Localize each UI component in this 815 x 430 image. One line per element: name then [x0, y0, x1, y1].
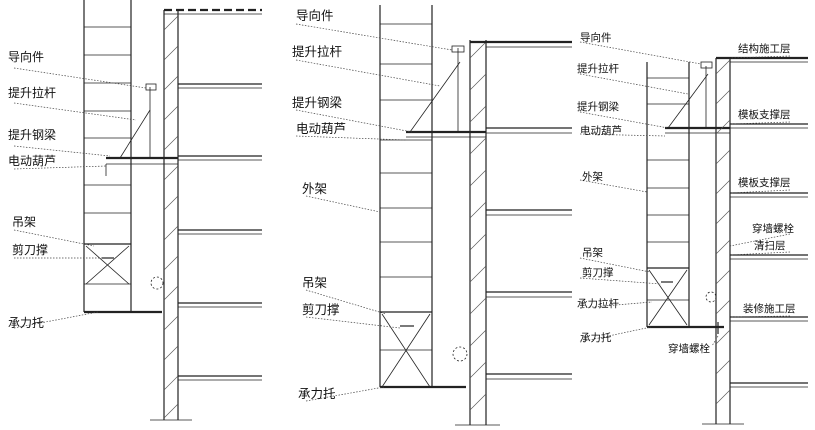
mid-leaders	[295, 23, 453, 402]
right-label-lift-rod: 提升拉杆	[577, 62, 619, 75]
right-scissor-brace-b	[648, 269, 688, 326]
right-floor-slabs	[716, 56, 808, 388]
right-label-hanger: 吊架	[582, 247, 603, 259]
right-guide-element	[700, 61, 713, 69]
left-label-hanger: 吊架	[12, 215, 36, 229]
mid-label-hanger: 吊架	[302, 275, 327, 290]
right-label-wall-bolt: 穿墙螺栓	[752, 222, 794, 235]
right-lift-rod-diagonal	[667, 73, 709, 129]
left-lift-rod-diagonal	[119, 109, 151, 159]
right-label-cleaning-layer: 清扫层	[754, 239, 786, 252]
mid-label-scissor: 剪刀撑	[302, 302, 340, 317]
left-label-support: 承力托	[8, 316, 44, 330]
left-floor-slabs	[164, 8, 262, 381]
right-label-support: 承力托	[580, 331, 612, 344]
right-wall-anchor-detail	[705, 291, 717, 303]
mid-label-lift-rod: 提升拉杆	[292, 44, 343, 59]
left-wall-anchor-detail	[150, 276, 164, 290]
mid-wall-hatch	[469, 41, 487, 411]
right-label-scissor: 剪刀撑	[582, 266, 614, 279]
mid-wall-anchor-detail	[452, 346, 468, 362]
right-wall-hatch	[715, 59, 731, 405]
mid-label-outer-frame: 外架	[302, 181, 327, 196]
left-wall-hatch	[163, 15, 179, 419]
mid-floor-slabs	[470, 40, 572, 380]
right-label-support-rod: 承力拉杆	[577, 297, 619, 310]
left-scissor-brace-b	[85, 245, 130, 285]
right-leaders	[579, 41, 791, 347]
panel-middle: 导向件 提升拉杆 提升钢梁 电动葫芦 外架 吊架 剪刀撑 承力托	[292, 5, 572, 426]
left-label-lift-beam: 提升钢梁	[8, 127, 56, 142]
mid-label-guide: 导向件	[296, 8, 334, 23]
right-label-decoration-layer: 装修施工层	[743, 302, 796, 315]
right-label-hoist: 电动葫芦	[580, 124, 622, 137]
mid-lift-rod-diagonal	[409, 61, 461, 133]
mid-label-support: 承力托	[298, 386, 336, 401]
panel-left: 导向件 提升拉杆 提升钢梁 电动葫芦 吊架 剪刀撑 承力托	[8, 0, 262, 421]
right-label-guide: 导向件	[580, 31, 612, 44]
mid-guide-element	[451, 45, 465, 53]
left-leaders	[13, 67, 147, 329]
right-label-outer-frame: 外架	[582, 171, 603, 183]
left-guide-element	[145, 83, 157, 91]
mid-frame-ledgers	[380, 23, 432, 351]
left-label-guide: 导向件	[8, 49, 44, 64]
left-frame-ledgers	[84, 26, 131, 285]
right-label-formwork-layer-1: 模板支撑层	[738, 108, 791, 121]
right-frame-ledgers	[647, 77, 689, 301]
mid-label-hoist: 电动葫芦	[296, 121, 346, 136]
left-label-hoist: 电动葫芦	[8, 154, 56, 168]
mid-scissor-brace-b	[381, 313, 431, 388]
panel-right: 导向件 提升拉杆 提升钢梁 电动葫芦 外架 吊架 剪刀撑 承力拉杆 承力托 结构…	[577, 31, 808, 425]
mid-label-lift-beam: 提升钢梁	[292, 95, 343, 110]
left-label-scissor: 剪刀撑	[12, 242, 48, 257]
right-label-lift-beam: 提升钢梁	[577, 100, 619, 113]
left-label-lift-rod: 提升拉杆	[8, 85, 56, 100]
right-label-structure-layer: 结构施工层	[738, 42, 791, 55]
right-label-formwork-layer-2: 模板支撑层	[738, 176, 791, 189]
right-label-bottom-wall-bolt: 穿墙螺栓	[668, 342, 710, 355]
